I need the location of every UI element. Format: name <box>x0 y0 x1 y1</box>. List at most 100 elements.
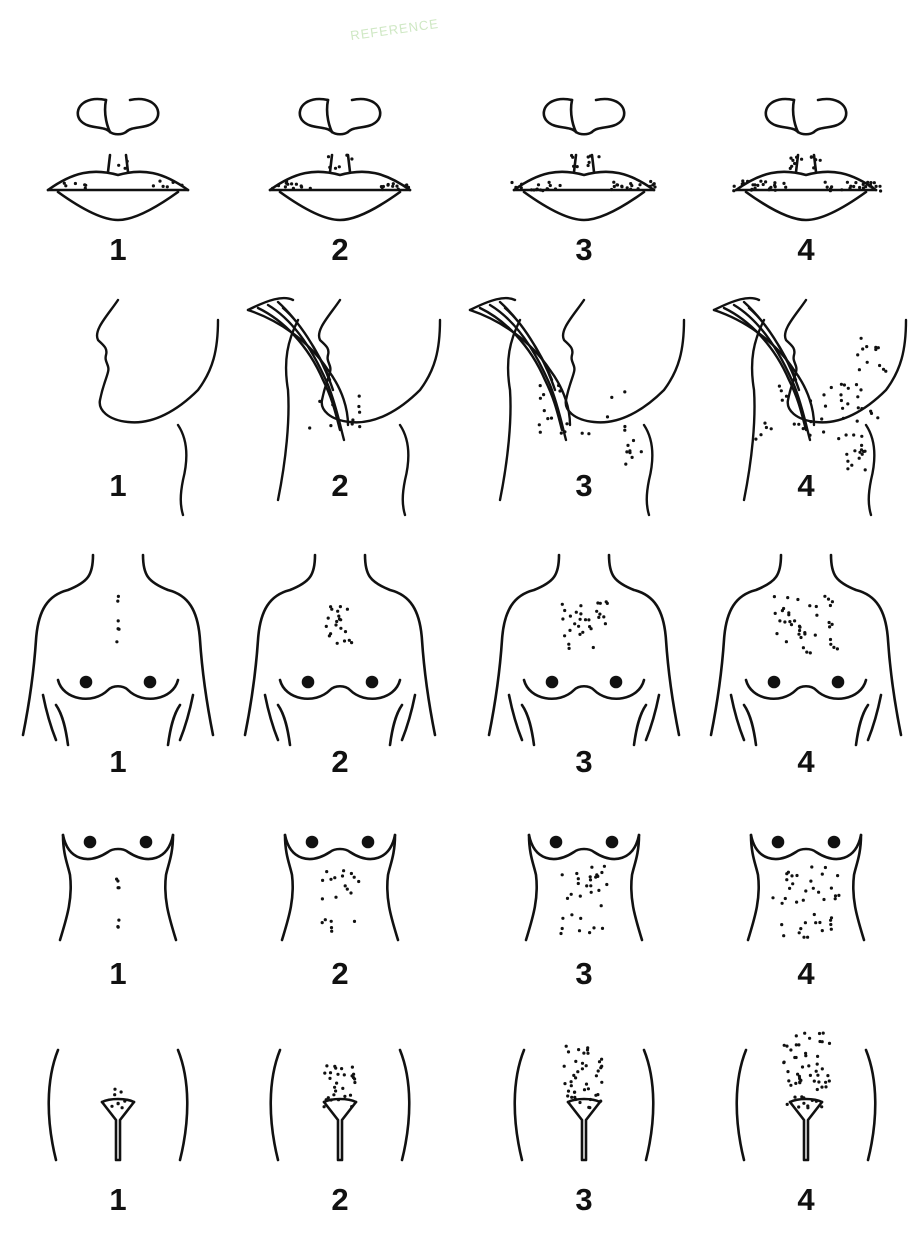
hair-dot <box>597 155 600 158</box>
hair-dot <box>537 183 540 186</box>
hair-dot <box>330 930 333 933</box>
hair-dot <box>578 633 581 636</box>
hair-dot <box>774 189 777 192</box>
hair-dot <box>845 433 848 436</box>
hair-dot <box>397 188 400 191</box>
hair-dot <box>539 431 542 434</box>
hair-dot <box>794 1082 797 1085</box>
hair-dot <box>873 181 876 184</box>
upper-lip-grade-label: 4 <box>776 232 836 268</box>
chin-grade-label: 4 <box>776 468 836 504</box>
chest-grade-1-figure <box>23 555 213 745</box>
hair-dot <box>567 1090 570 1093</box>
hair-dot <box>550 417 553 420</box>
hair-dot <box>808 1037 811 1040</box>
hair-dot <box>566 1094 569 1097</box>
hair-dot <box>858 186 861 189</box>
hair-dot <box>329 632 332 635</box>
hair-dot <box>587 164 590 167</box>
hair-dot <box>798 626 801 629</box>
hair-dot <box>117 619 120 622</box>
hair-dot <box>811 1099 814 1102</box>
hair-dot <box>795 156 798 159</box>
hair-dot <box>577 1048 580 1051</box>
hair-dot <box>869 183 872 186</box>
upper-abdomen-grade-3-figure <box>526 835 642 940</box>
hair-dot <box>570 893 573 896</box>
hair-dot <box>824 866 827 869</box>
hair-dot <box>802 1102 805 1105</box>
hair-dot <box>350 157 353 160</box>
hair-dot <box>864 468 867 471</box>
hair-dot <box>877 346 880 349</box>
hair-dot <box>328 1077 331 1080</box>
hair-dot <box>120 1090 123 1093</box>
hair-dot <box>579 917 582 920</box>
hair-dot <box>831 623 834 626</box>
hair-dot <box>338 618 341 621</box>
hair-dot <box>300 184 303 187</box>
hair-dot <box>578 1101 581 1104</box>
hair-dot <box>589 878 592 881</box>
hair-dot <box>581 631 584 634</box>
hair-dot <box>358 395 361 398</box>
hair-dot <box>814 634 817 637</box>
hair-dot <box>852 433 855 436</box>
hair-dot <box>309 187 312 190</box>
hair-dot <box>812 166 815 169</box>
hair-dot <box>828 621 831 624</box>
hair-dot <box>563 430 566 433</box>
hair-dot <box>795 1043 798 1046</box>
hair-dot <box>629 188 632 191</box>
hair-dot <box>840 383 843 386</box>
hair-dot <box>336 1073 339 1076</box>
hair-dot <box>828 1042 831 1045</box>
hair-dot <box>599 602 602 605</box>
hair-dot <box>829 923 832 926</box>
hair-dot <box>842 417 845 420</box>
hair-dot <box>597 616 600 619</box>
hair-dot <box>649 185 652 188</box>
hair-dot <box>575 611 578 614</box>
hair-dot <box>878 185 881 188</box>
hair-dot <box>321 897 324 900</box>
hair-dot <box>514 186 517 189</box>
hair-dot <box>801 1065 804 1068</box>
hair-dot <box>803 1032 806 1035</box>
hair-dot <box>616 183 619 186</box>
hair-dot <box>539 384 542 387</box>
hair-dot <box>568 629 571 632</box>
hair-dot <box>840 399 843 402</box>
hair-dot <box>346 888 349 891</box>
hair-dot <box>830 887 833 890</box>
chin-grade-label: 3 <box>554 468 614 504</box>
hair-dot <box>824 1085 827 1088</box>
upper-lip-grade-4-figure <box>732 99 882 220</box>
hair-dot <box>334 896 337 899</box>
hair-dot <box>570 1080 573 1083</box>
lower-abdomen-grade-label: 2 <box>310 1182 370 1218</box>
hair-dot <box>542 393 545 396</box>
hair-dot <box>588 1106 591 1109</box>
hair-dot <box>732 189 735 192</box>
hair-dot <box>763 422 766 425</box>
hair-dot <box>884 370 887 373</box>
hair-dot <box>84 187 87 190</box>
hair-dot <box>352 1073 355 1076</box>
hair-dot <box>785 640 788 643</box>
hair-dot <box>824 181 827 184</box>
hair-dot <box>828 625 831 628</box>
hair-dot <box>407 186 410 189</box>
hair-dot <box>771 896 774 899</box>
hair-dot <box>563 1065 566 1068</box>
hair-dot <box>334 1089 337 1092</box>
hair-dot <box>582 1052 585 1055</box>
hair-dot <box>610 396 613 399</box>
hair-dot <box>853 449 856 452</box>
hair-dot <box>753 183 756 186</box>
hair-dot <box>579 604 582 607</box>
hair-dot <box>625 450 628 453</box>
chin-grade-label: 1 <box>88 468 148 504</box>
hair-dot <box>778 619 781 622</box>
hair-dot <box>834 897 837 900</box>
